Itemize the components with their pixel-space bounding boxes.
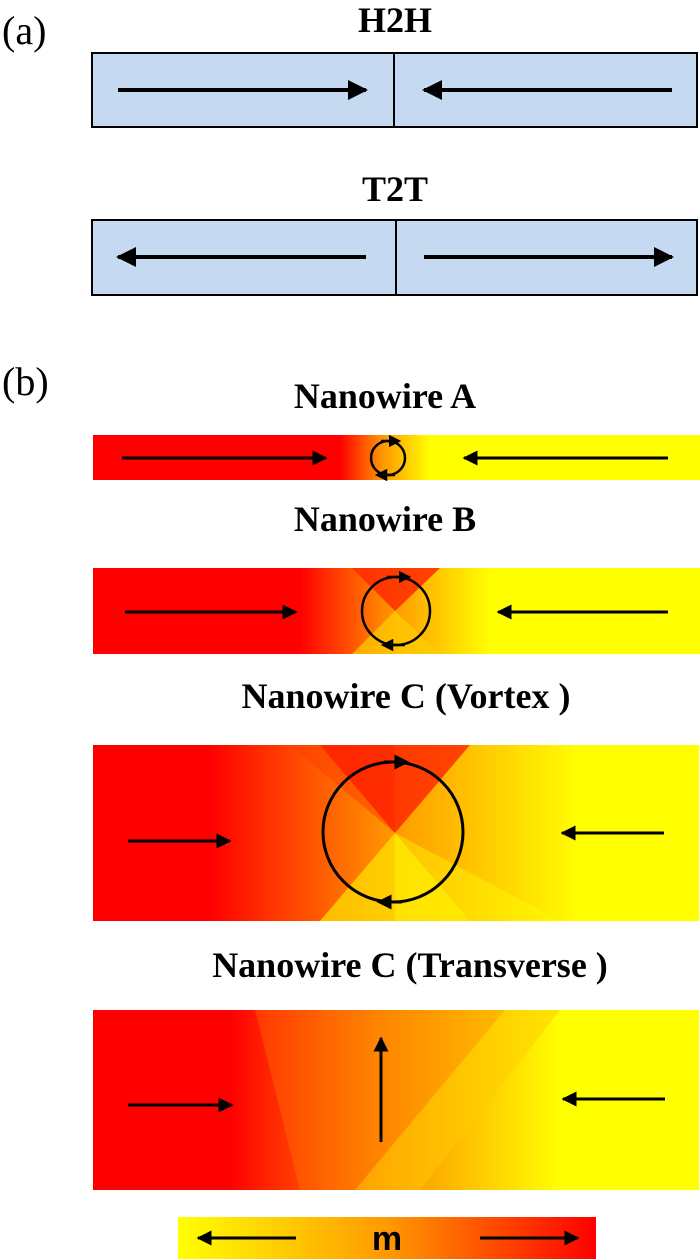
panel-a-label: (a) <box>2 8 46 53</box>
colorbar-label: m <box>372 1220 402 1258</box>
h2h-wire <box>91 52 698 128</box>
nanowire-a-title: Nanowire A <box>294 376 476 416</box>
nanowire-b <box>93 568 700 654</box>
nanowire-c-vortex-title: Nanowire C (Vortex ) <box>242 676 571 716</box>
nanowire-a <box>93 434 700 482</box>
nanowire-c-transverse <box>93 1010 699 1190</box>
t2t-title: T2T <box>362 169 428 209</box>
t2t-wire <box>91 219 698 296</box>
nanowire-c-vortex <box>93 745 699 921</box>
nanowire-c-transverse-title: Nanowire C (Transverse ) <box>212 945 608 985</box>
h2h-title: H2H <box>358 0 432 40</box>
panel-b-label: (b) <box>2 359 49 404</box>
nanowire-b-title: Nanowire B <box>294 499 476 539</box>
magnetization-colorbar: m <box>178 1217 596 1259</box>
